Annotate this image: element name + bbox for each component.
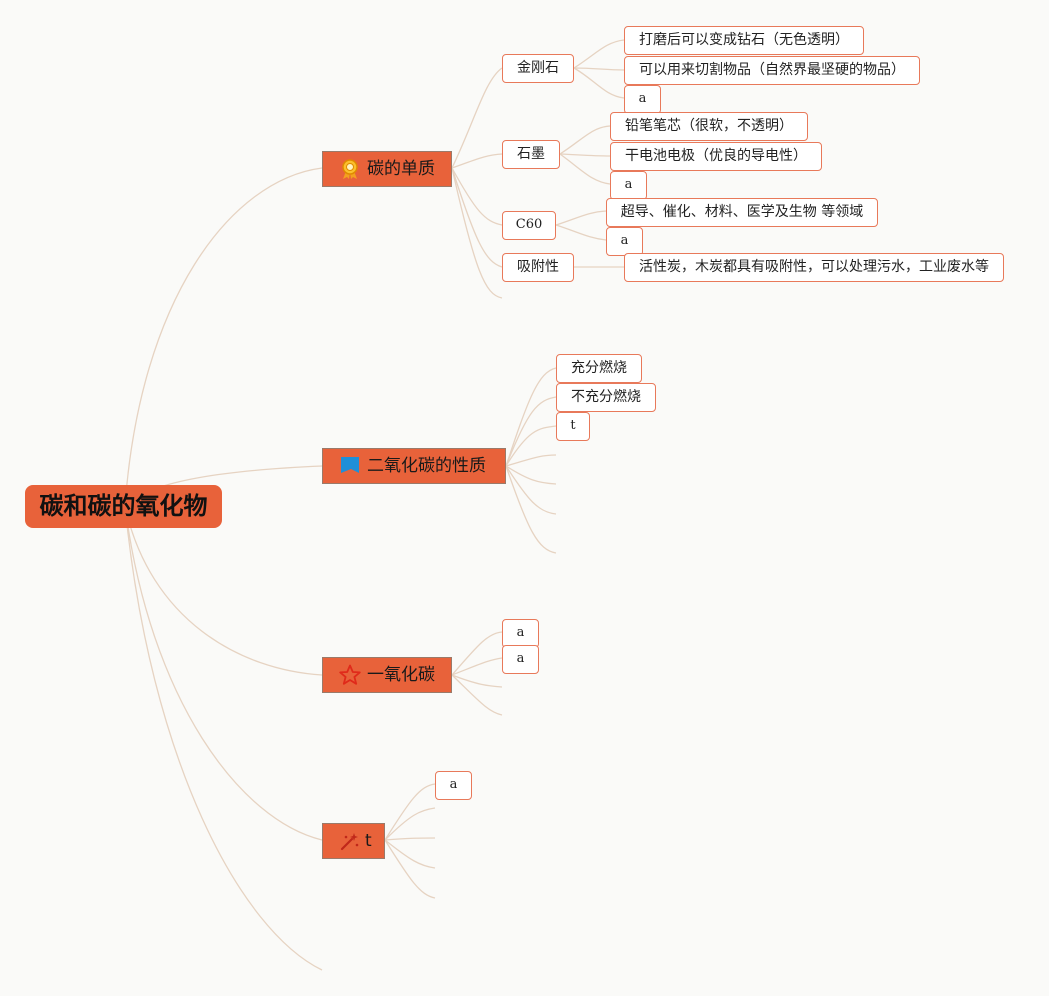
leaf-graphite-3[interactable]: a — [610, 171, 647, 200]
topic-carbon-monoxide[interactable]: 一氧化碳 — [322, 657, 452, 693]
leaf-graphite-2[interactable]: 干电池电极（优良的导电性） — [610, 142, 822, 171]
leaf-diamond-1[interactable]: 打磨后可以变成钻石（无色透明） — [624, 26, 864, 55]
leaf-adsorption-1[interactable]: 活性炭，木炭都具有吸附性，可以处理污水，工业废水等 — [624, 253, 1004, 282]
topic-label: t — [365, 831, 372, 851]
red-star-icon — [339, 664, 361, 685]
leaf-co2-3[interactable]: t — [556, 412, 590, 441]
subtopic-diamond[interactable]: 金刚石 — [502, 54, 574, 83]
root-topic[interactable]: 碳和碳的氧化物 — [25, 485, 222, 528]
subtopic-adsorption[interactable]: 吸附性 — [502, 253, 574, 282]
leaf-c60-2[interactable]: a — [606, 227, 643, 256]
subtopic-c60[interactable]: C60 — [502, 211, 556, 240]
subtopic-graphite[interactable]: 石墨 — [502, 140, 560, 169]
leaf-diamond-2[interactable]: 可以用来切割物品（自然界最坚硬的物品） — [624, 56, 920, 85]
topic-t[interactable]: t — [322, 823, 385, 859]
leaf-co2-1[interactable]: 充分燃烧 — [556, 354, 642, 383]
sparkle-wand-icon — [340, 833, 359, 851]
topic-label: 二氧化碳的性质 — [367, 456, 486, 476]
leaf-co2-2[interactable]: 不充分燃烧 — [556, 383, 656, 412]
leaf-graphite-1[interactable]: 铅笔笔芯（很软，不透明） — [610, 112, 808, 141]
award-ribbon-icon — [342, 159, 358, 179]
topic-co2-properties[interactable]: 二氧化碳的性质 — [322, 448, 506, 484]
topic-label: 一氧化碳 — [367, 665, 435, 685]
connector-lines — [124, 39, 625, 971]
topic-label: 碳的单质 — [367, 159, 435, 179]
leaf-c60-1[interactable]: 超导、催化、材料、医学及生物 等领域 — [606, 198, 878, 227]
leaf-diamond-3[interactable]: a — [624, 85, 661, 114]
leaf-co-1[interactable]: a — [502, 619, 539, 648]
blue-flag-icon — [341, 457, 359, 473]
leaf-t-1[interactable]: a — [435, 771, 472, 800]
leaf-co-2[interactable]: a — [502, 645, 539, 674]
topic-elemental-carbon[interactable]: 碳的单质 — [322, 151, 452, 187]
